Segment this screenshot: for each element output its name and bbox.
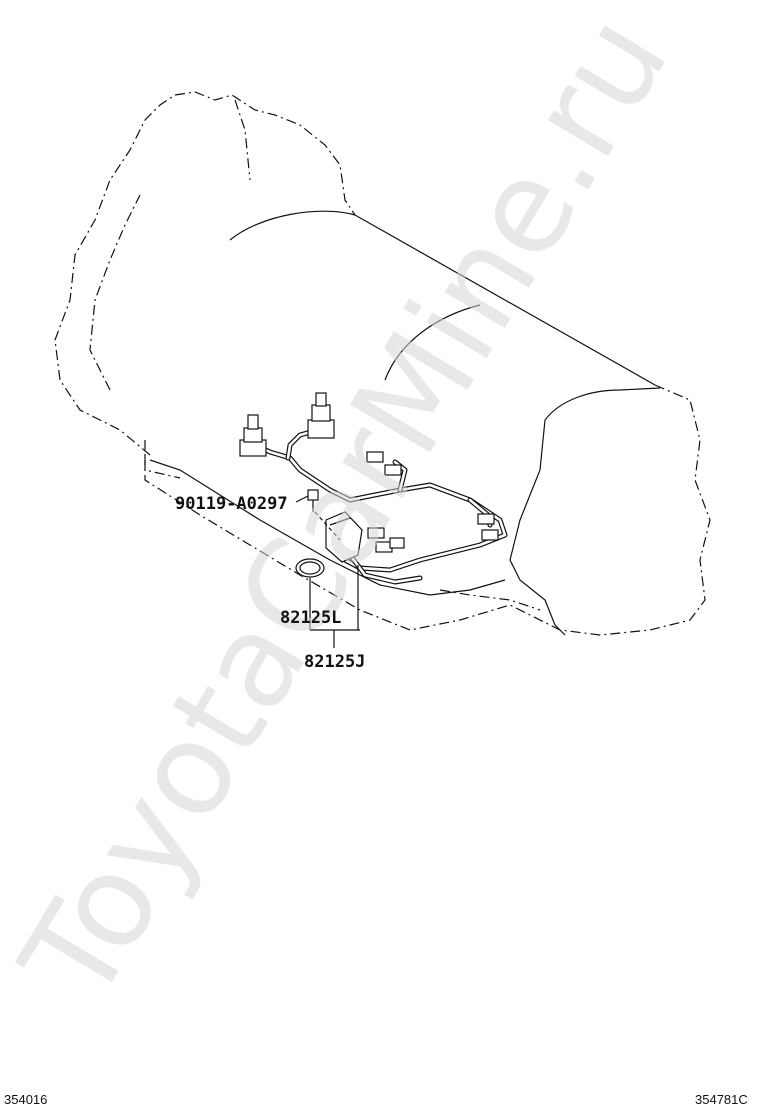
callout-harness-number: 82125J — [304, 652, 365, 672]
watermark-text: ToyotaCarMine.ru — [0, 0, 697, 1027]
harness-connector-block — [325, 511, 363, 563]
bolt-part — [307, 489, 341, 541]
leader-lines — [295, 495, 360, 648]
callout-ring-number: 82125L — [280, 608, 341, 628]
o-ring-part — [295, 558, 325, 578]
footer-left-code: 354016 — [4, 1092, 47, 1107]
footer-right-code: 354781C — [695, 1092, 748, 1107]
sensor-left — [239, 414, 267, 457]
sensor-right — [307, 392, 335, 439]
transmission-outline — [54, 91, 711, 636]
connectors — [366, 451, 499, 553]
callout-bolt-number: 90119-A0297 — [175, 494, 288, 514]
